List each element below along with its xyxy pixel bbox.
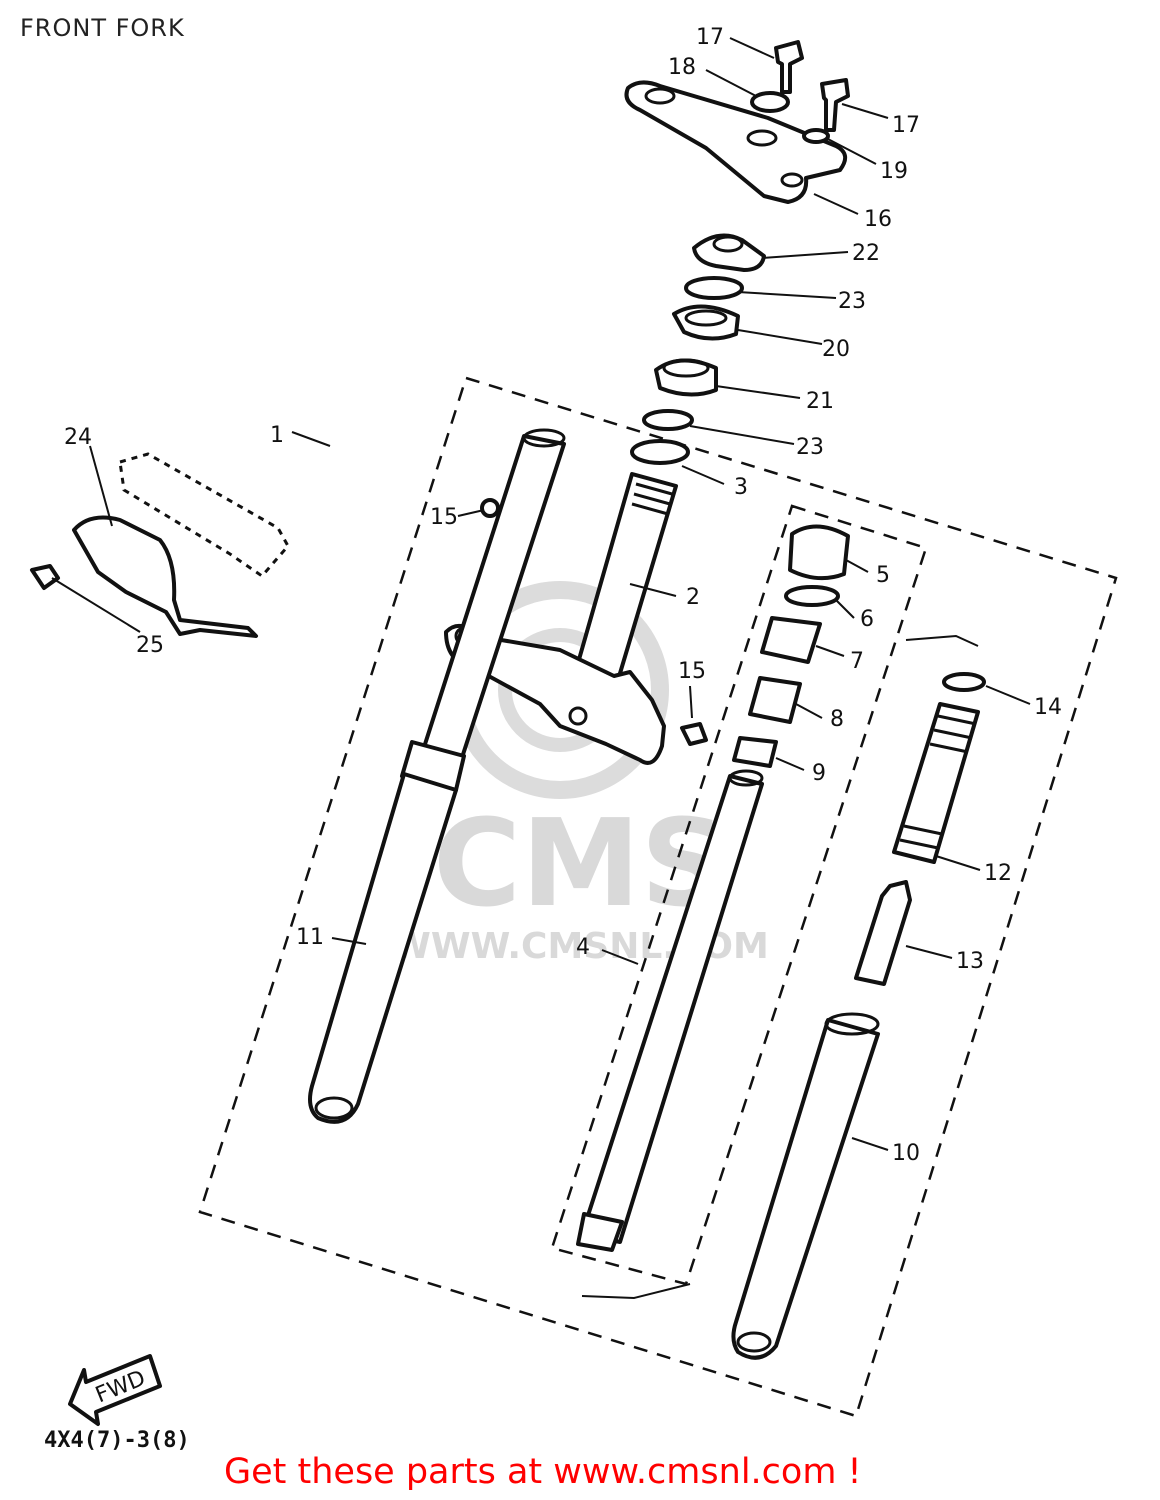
callout-label: 13 <box>956 949 984 974</box>
callout-label: 10 <box>892 1141 920 1166</box>
callout-label: 20 <box>822 337 850 362</box>
promo-text: Get these parts at www.cmsnl.com ! <box>224 1452 862 1492</box>
callout-label: 11 <box>296 925 324 950</box>
outer-tube-11 <box>308 772 458 1124</box>
callout-label: 7 <box>850 649 864 674</box>
steering-bearing-stack <box>630 233 766 465</box>
callout-label: 9 <box>812 761 826 786</box>
bushing-7 <box>760 616 822 664</box>
bolt-17-left <box>774 40 804 94</box>
ball-race-23-lower <box>642 409 694 431</box>
callout-label: 19 <box>880 159 908 184</box>
seal-stack <box>732 524 850 768</box>
callout-label: 1 <box>270 423 284 448</box>
callout-label: 8 <box>830 707 844 732</box>
upper-bracket-part <box>624 80 848 204</box>
inner-tube-4 <box>580 774 764 1244</box>
washer-6 <box>784 585 840 607</box>
washer-19 <box>802 128 830 144</box>
callout-label: 14 <box>1034 695 1062 720</box>
fender-bracket-assembly <box>30 452 290 638</box>
callout-label: 6 <box>860 607 874 632</box>
bracket-24-ghost <box>118 452 290 578</box>
bolt-15-lower <box>680 722 708 746</box>
ball-race-23-upper <box>684 276 744 300</box>
ring-nut-22 <box>692 233 766 272</box>
callout-numbers: 1 2 3 4 5 6 7 8 9 10 11 12 13 14 15 15 1… <box>64 25 1062 1166</box>
bolt-15-upper <box>480 498 500 518</box>
spring-assembly <box>854 634 986 986</box>
fwd-arrow-icon: FWD <box>68 1354 162 1426</box>
race-3 <box>630 439 690 465</box>
callout-label: 17 <box>892 113 920 138</box>
washer-18 <box>750 91 790 113</box>
callout-label: 23 <box>796 435 824 460</box>
seal-5 <box>788 524 850 581</box>
bolt-25 <box>30 564 60 590</box>
bolt-17-right <box>820 78 850 132</box>
piston-end <box>576 1212 624 1252</box>
upper-bracket-assembly <box>624 40 850 204</box>
bracket-24 <box>72 515 258 638</box>
clip-14 <box>942 672 986 692</box>
spacer-13 <box>854 880 912 986</box>
callout-label: 18 <box>668 55 696 80</box>
left-inner-tube <box>416 434 566 778</box>
callout-label: 25 <box>136 633 164 658</box>
outer-tube-10 <box>731 1018 880 1360</box>
reference-code: 4X4(7)-3(8) <box>44 1428 190 1453</box>
callout-label: 15 <box>678 659 706 684</box>
spring-seat-9 <box>732 736 778 768</box>
callout-label: 4 <box>576 935 590 960</box>
callout-label: 3 <box>734 475 748 500</box>
callout-label: 17 <box>696 25 724 50</box>
callout-label: 15 <box>430 505 458 530</box>
callout-label: 5 <box>876 563 890 588</box>
callout-label: 16 <box>864 207 892 232</box>
bushing-8 <box>748 676 802 724</box>
callout-label: 22 <box>852 241 880 266</box>
leader-lines <box>51 37 1031 1151</box>
callout-label: 23 <box>838 289 866 314</box>
callout-label: 24 <box>64 425 92 450</box>
spring-12 <box>892 702 980 864</box>
page-title: FRONT FORK <box>20 14 185 42</box>
callout-label: 12 <box>984 861 1012 886</box>
left-fork-leg <box>308 428 566 1124</box>
watermark-logo-text: CMS <box>433 795 727 934</box>
bolts-15 <box>480 498 708 746</box>
inner-tube-4-group <box>576 769 764 1300</box>
callout-label: 21 <box>806 389 834 414</box>
callout-label: 2 <box>686 585 700 610</box>
right-fork-leg <box>731 1012 880 1360</box>
